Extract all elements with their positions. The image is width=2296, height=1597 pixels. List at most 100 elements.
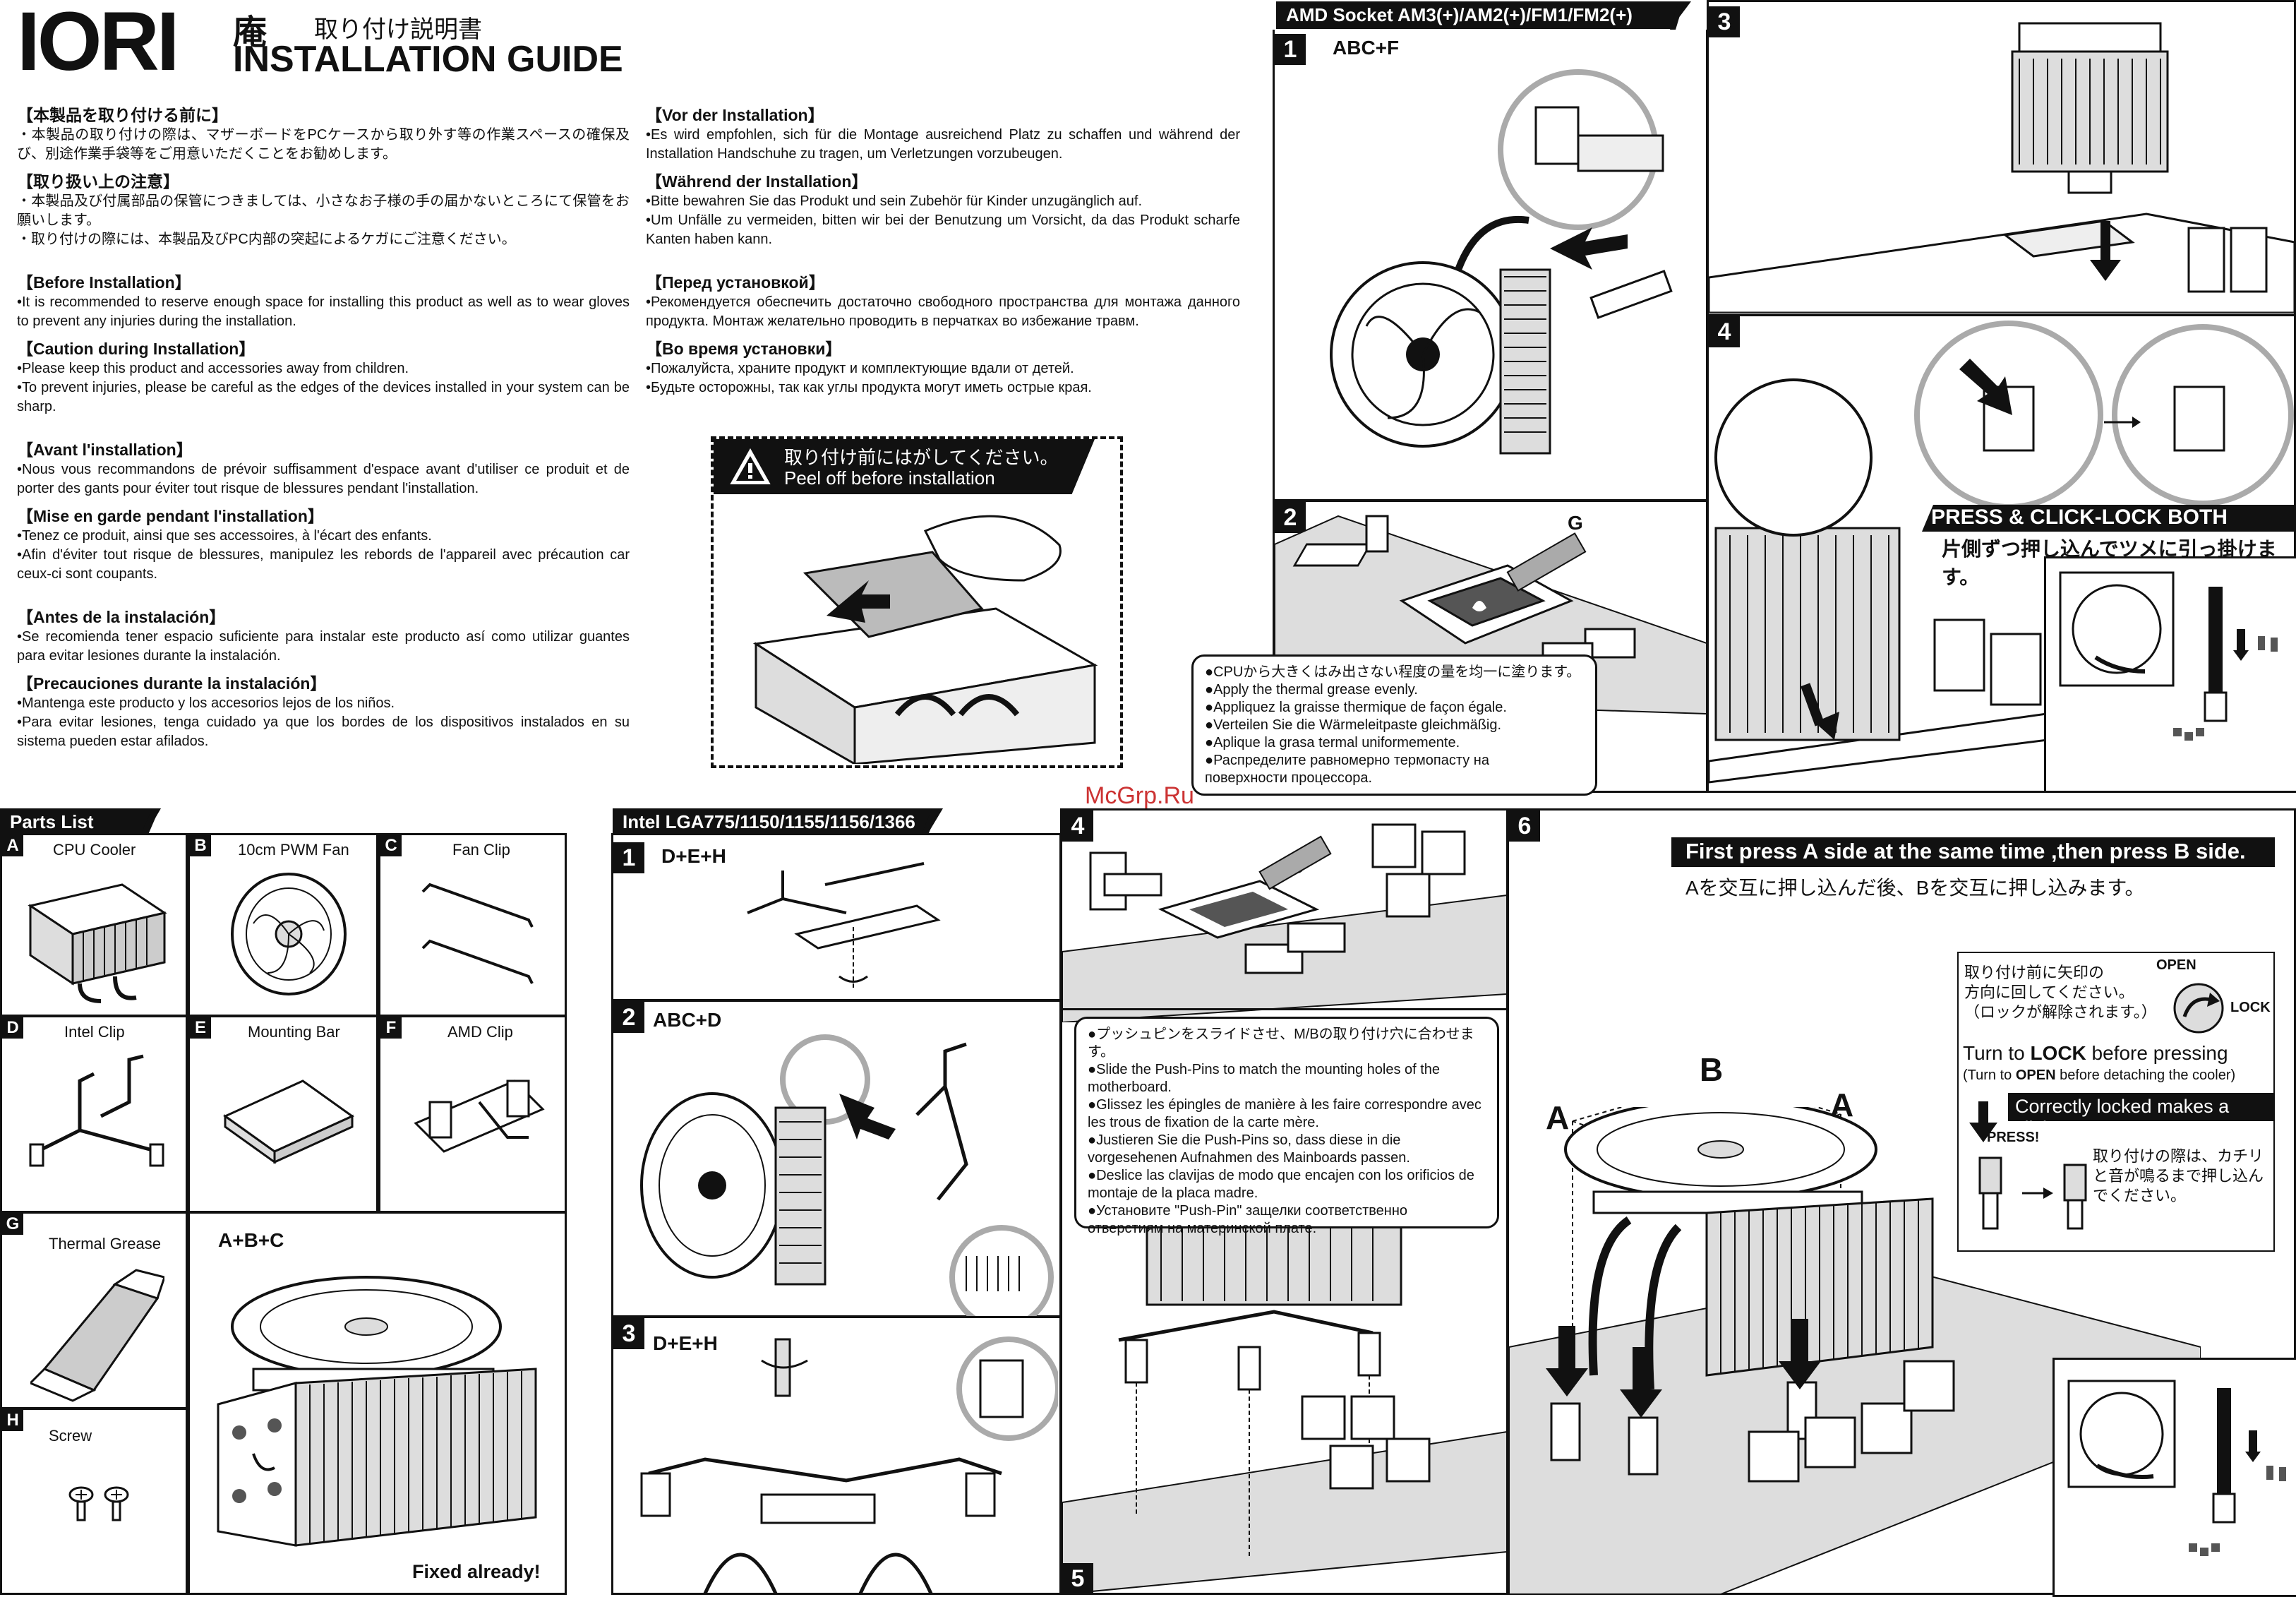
lock-label: LOCK [2230, 1000, 2271, 1015]
section-paragraph: ・本製品及び付属部品の保管につきましては、小さなお子様の手の届かないところにて保… [17, 193, 630, 228]
section-paragraph: ・取り付けの際には、本製品及びPC内部の突起によるケガにご注意ください。 [17, 232, 516, 247]
part-c-letter: C [380, 835, 402, 856]
label-b-top: B [1700, 1051, 1724, 1088]
brand-kanji: 庵 [233, 14, 268, 52]
note-line: поверхности процессора. [1205, 770, 1373, 786]
part-g-name: Thermal Grease [49, 1235, 161, 1252]
note-line: ●Установите "Push-Pin" защелки соответст… [1088, 1203, 1408, 1236]
section-paragraph: •Bitte bewahren Sie das Produkt und sein… [646, 193, 1142, 209]
intel-step5-illustration [1062, 1220, 1507, 1594]
part-c-cell: C Fan Clip [378, 833, 567, 1017]
part-b-name: 10cm PWM Fan [238, 841, 349, 859]
note-line: ●CPUから大きくはみ出さない程度の量を均一に塗ります。 [1205, 664, 1581, 680]
section-heading: 【Before Installation】 [17, 273, 191, 292]
intel-step5-number: 5 [1062, 1563, 1093, 1594]
intel-step4-illustration [1062, 823, 1507, 1022]
intel-step3-panel: 3 D+E+H [611, 1316, 1062, 1595]
note-line: ●Aplique la grasa termal uniformemente. [1205, 735, 1460, 750]
part-a-letter: A [2, 835, 23, 856]
page-title: INSTALLATION GUIDE [233, 39, 623, 80]
turn-lock-a: Turn to [1963, 1042, 2031, 1064]
note-line: ●Распределите равномерно термопасту на [1205, 753, 1489, 768]
note-line: ●プッシュピンをスライドさせ、M/Bの取り付け穴に合わせます。 [1088, 1027, 1474, 1060]
intel-pin-note: ●プッシュピンをスライドさせ、M/Bの取り付け穴に合わせます。●Slide th… [1074, 1017, 1499, 1236]
mounting-bar-icon [223, 1079, 354, 1164]
section-heading: 【Caution during Installation】 [17, 340, 256, 358]
turn-open-b: before detaching the cooler) [2055, 1067, 2236, 1083]
assembled-cooler-icon [217, 1276, 537, 1547]
step6-instruction-jp: Aを交互に押し込んだ後、Bを交互に押し込みます。 [1685, 877, 2145, 899]
intel-step2-number: 2 [613, 1002, 644, 1033]
intel-step1-illustration [747, 862, 941, 991]
amd-step3-panel: 3 [1707, 0, 2296, 316]
correct-lock-banner [2008, 1093, 2273, 1121]
intel-step2-label: ABC+D [653, 1009, 722, 1031]
intel-step4-number: 4 [1062, 811, 1093, 842]
amd-step4-number: 4 [1709, 316, 1740, 347]
peel-off-panel: 取り付け前にはがしてください。 Peel off before installa… [711, 436, 1123, 768]
press-banner [1922, 505, 2296, 532]
intel-title: Intel LGA775/1150/1155/1156/1366 [613, 808, 943, 836]
turn-lock-word: LOCK [2030, 1042, 2086, 1064]
warning-icon [729, 448, 771, 486]
note-line: ●Verteilen Sie die Wärmeleitpaste gleich… [1205, 717, 1502, 733]
intel-step1-label: D+E+H [661, 845, 726, 867]
section-paragraph: •Tenez ce produit, ainsi que ses accesso… [17, 528, 432, 544]
press-label: PRESS! [1987, 1130, 2040, 1145]
combo-label: A+B+C [218, 1229, 284, 1251]
note-line: ●Deslice las clavijas de modo que encaje… [1088, 1168, 1474, 1201]
part-d-letter: D [2, 1017, 23, 1039]
amd-step4-illustration [1709, 316, 2295, 796]
click-jp-line3: でください。 [2093, 1187, 2187, 1204]
push-pin-icon [1978, 1156, 2087, 1230]
part-b-letter: B [190, 835, 211, 856]
intel-step1-panel: 1 D+E+H [611, 833, 1062, 1001]
section-heading: 【Avant l'installation】 [17, 441, 193, 459]
open-label: OPEN [2156, 957, 2196, 973]
amd-step1-illustration [1317, 58, 1698, 482]
correct-lock-text: Correctly locked makes a click. [2015, 1096, 2230, 1139]
section-paragraph: •Um Unfälle zu vermeiden, bitten wir bei… [646, 213, 1240, 247]
note-line: ●Slide the Push-Pins to match the mounti… [1088, 1062, 1441, 1095]
amd-title: AMD Socket AM3(+)/AM2(+)/FM1/FM2(+) [1276, 1, 1691, 29]
lock-jp-line2: 方向に回してください。 [1964, 983, 2134, 1001]
lock-info-box: 取り付け前に矢印の 方向に回してください。 （ロックが解除されます。） OPEN… [1957, 952, 2275, 1252]
amd-step3-number: 3 [1709, 6, 1740, 37]
intel-step3-illustration [640, 1336, 1058, 1593]
lock-jp-line1: 取り付け前に矢印の [1964, 964, 2105, 981]
parts-title: Parts List [0, 808, 161, 836]
step6-fan-cable-inset [2052, 1358, 2296, 1597]
part-h-cell: H Screw [0, 1408, 188, 1595]
part-d-cell: D Intel Clip [0, 1015, 188, 1213]
step6-illustration [1509, 1107, 2201, 1594]
part-f-letter: F [380, 1017, 402, 1039]
amd-step3-illustration [1709, 2, 2295, 313]
intel-step3-number: 3 [613, 1318, 644, 1349]
subtitle-jp: 取り付け説明書 [314, 16, 482, 43]
amd-clip-icon [414, 1079, 545, 1153]
note-line: ●Apply the thermal grease evenly. [1205, 682, 1418, 698]
section-paragraph: •To prevent injuries, please be careful … [17, 380, 630, 414]
section-paragraph: ・本製品の取り付けの際は、マザーボードをPCケースから取り外す等の作業スペースの… [17, 127, 630, 162]
section-paragraph: •Se recomienda tener espacio suficiente … [17, 629, 630, 664]
turn-open-text: (Turn to OPEN before detaching the coole… [1963, 1067, 2235, 1084]
section-heading: 【Precauciones durante la instalación】 [17, 674, 327, 693]
part-c-name: Fan Clip [452, 841, 510, 859]
amd-step2-g-label: G [1568, 512, 1583, 534]
section-paragraph: •Рекомендуется обеспечить достаточно сво… [646, 294, 1240, 329]
intel-step3-label: D+E+H [653, 1332, 718, 1354]
watermark: McGrp.Ru [1085, 782, 1194, 809]
press-text-jp: 片側ずつ押し込んでツメに引っ掛けます。 [1942, 538, 2277, 588]
section-paragraph: •Para evitar lesiones, tenga cuidado ya … [17, 714, 630, 749]
click-jp-line1: 取り付けの際は、カチリ [2093, 1147, 2264, 1165]
lock-jp-line3: （ロックが解除されます。） [1964, 1003, 2157, 1021]
turn-lock-text: Turn to LOCK before pressing [1963, 1042, 2228, 1065]
turn-lock-b: before pressing [2086, 1042, 2228, 1064]
note-line: ●Appliquez la graisse thermique de façon… [1205, 700, 1507, 715]
click-jp-line2: と音が鳴るまで押し込ん [2093, 1167, 2264, 1185]
section-heading: 【Перед установкой】 [646, 273, 825, 292]
fixed-already-label: Fixed already! [412, 1561, 541, 1582]
note-line: ●Glissez les épingles de manière à les f… [1088, 1097, 1481, 1130]
part-f-cell: F AMD Clip [378, 1015, 567, 1213]
part-e-cell: E Mounting Bar [188, 1015, 378, 1213]
